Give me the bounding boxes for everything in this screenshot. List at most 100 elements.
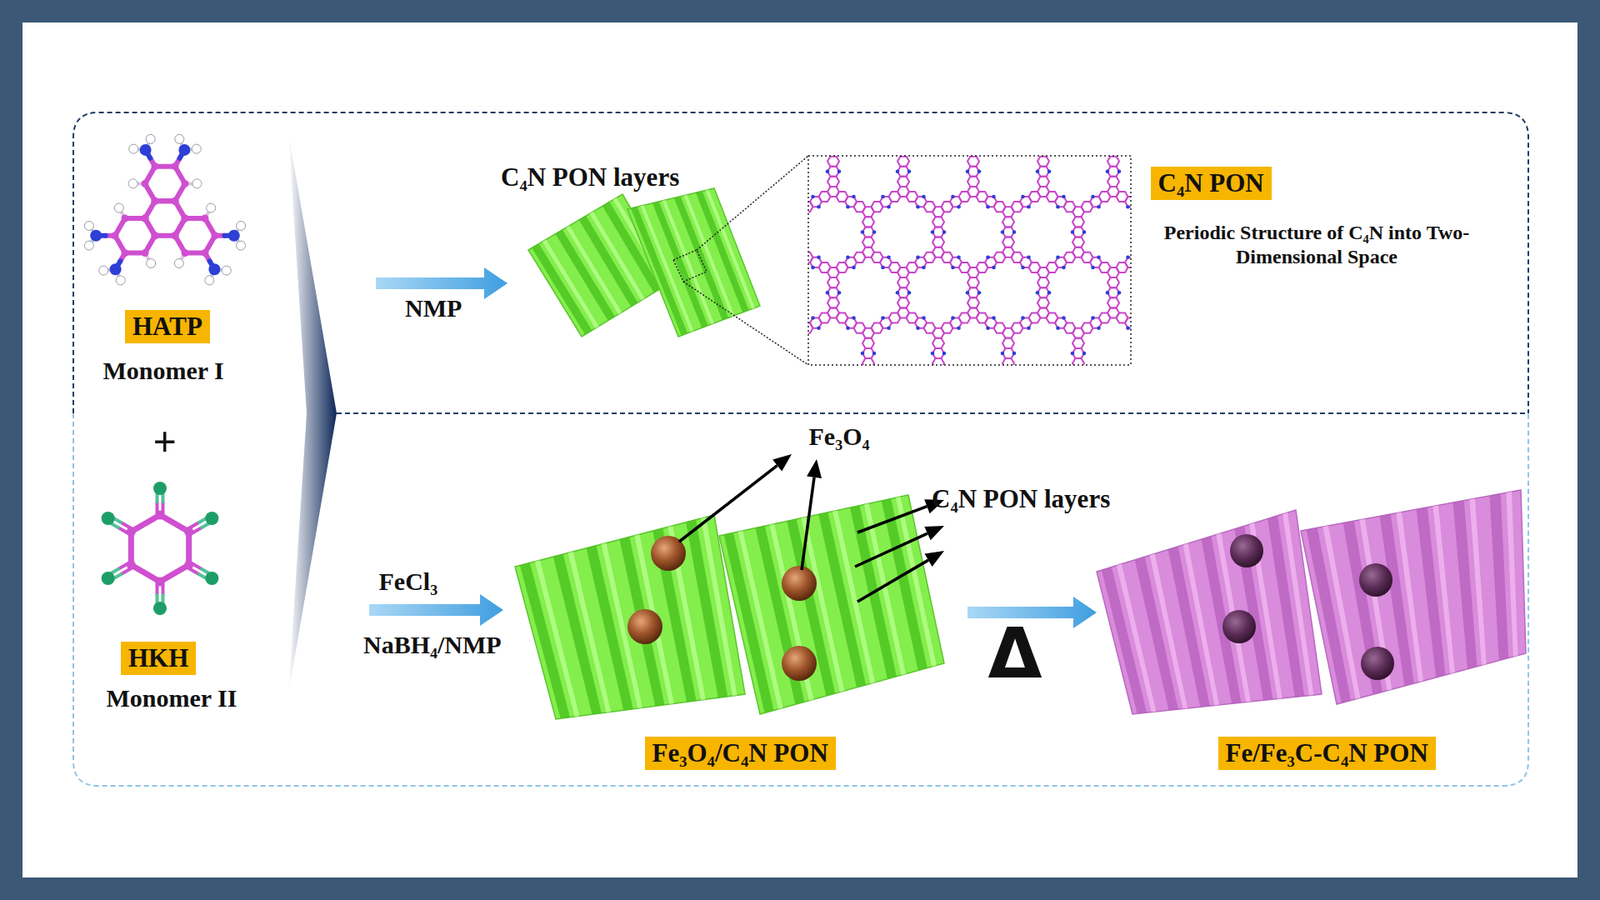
nitrogen-atom [880,195,885,200]
ring [994,323,1006,334]
leader-head [925,550,945,567]
nitrogen-atom [977,169,982,174]
sheet-ridge [1490,494,1510,661]
sheet-highlight [1505,491,1518,657]
nitrogen-atom [965,290,970,295]
atom [141,249,150,257]
nitrogen-atom [1026,325,1031,330]
atom [140,144,152,156]
nitrogen-atom [942,230,947,235]
nitrogen-atom [985,205,990,210]
nitrogen-atom [1117,169,1122,174]
oxygen-atom [101,571,115,585]
nitrogen-atom [825,290,830,295]
nitrogen-atom [921,265,926,270]
atom [146,259,156,269]
label-box: HKH [120,641,196,675]
atom [191,144,201,154]
nitrogen-atom [880,315,885,320]
sheet-face [515,515,745,720]
nitrogen-atom [810,195,815,200]
ring [924,201,936,212]
ring [959,262,971,273]
atom [141,180,150,188]
nitrogen-atom [985,325,990,330]
atom [110,263,122,275]
leader-head [924,525,945,540]
nitrogen-atom [1096,255,1101,260]
sheet-ridge [555,230,615,321]
ring [1064,323,1076,334]
sheet-highlight [895,496,937,667]
nitrogen-atom [1105,290,1110,295]
nitrogen-atom [872,351,877,356]
ring [967,277,980,288]
fe3o4-particle [781,645,817,681]
oxygen-atom [153,481,167,495]
atom [84,240,94,250]
ring [1064,201,1076,212]
leader-line [679,465,778,542]
atom [151,231,160,240]
nitrogen-atom [1096,325,1101,330]
ring [924,323,936,334]
nitrogen-atom [1055,325,1060,330]
ring [819,262,831,273]
nitrogen-atom [816,325,821,330]
label-box: HATP [125,310,210,344]
atom [90,230,102,242]
nitrogen-atom [851,315,856,320]
nitrogen-atom [1061,195,1066,200]
ring [967,156,980,167]
nitrogen-atom [1125,325,1130,330]
atom [228,230,240,242]
nitrogen-atom [1096,205,1101,210]
bond [185,531,192,565]
atom [171,197,180,205]
label-box: C₄N PON [1150,166,1272,200]
nitrogen-atom [1020,315,1025,320]
ring [932,338,945,349]
text-label: + [153,416,178,467]
ring [1107,176,1120,187]
ring [862,338,875,349]
label-box: Fe₃O₄/C₄N PON [645,736,836,770]
leader-line [801,477,815,570]
sheet-ridge [531,244,592,335]
ring [1107,297,1120,308]
atom [151,197,160,205]
ring [1037,277,1050,288]
nitrogen-atom [956,205,961,210]
white-panel [22,22,1578,878]
atom [114,203,124,213]
sheet-highlight [864,503,906,675]
zoom-marker [673,250,707,282]
text-label: NaBH₄/NMP [363,630,502,660]
carbon-atom [126,560,136,570]
bond [130,565,160,582]
atom [221,265,231,275]
nitrogen-atom [985,255,990,260]
text-label: C₄N PON layers [500,161,680,193]
nitrogen-atom [816,205,821,210]
text-label: Fe₃O₄ [809,421,870,452]
zoom-box [808,155,1131,365]
nitrogen-atom [825,169,830,174]
atom [171,231,180,240]
ring [897,297,910,308]
text-label: Monomer II [106,683,238,714]
nitrogen-atom [950,195,955,200]
atom [236,240,246,250]
green-layer [627,188,760,337]
nitrogen-atom [837,290,842,295]
ring [1072,358,1085,365]
ring [1029,262,1041,273]
nitrogen-atom [930,351,935,356]
atom [181,180,190,188]
nitrogen-atom [1020,265,1025,270]
nitrogen-atom [845,205,850,210]
ring [862,237,875,248]
atom [171,197,180,205]
ring [827,277,840,288]
